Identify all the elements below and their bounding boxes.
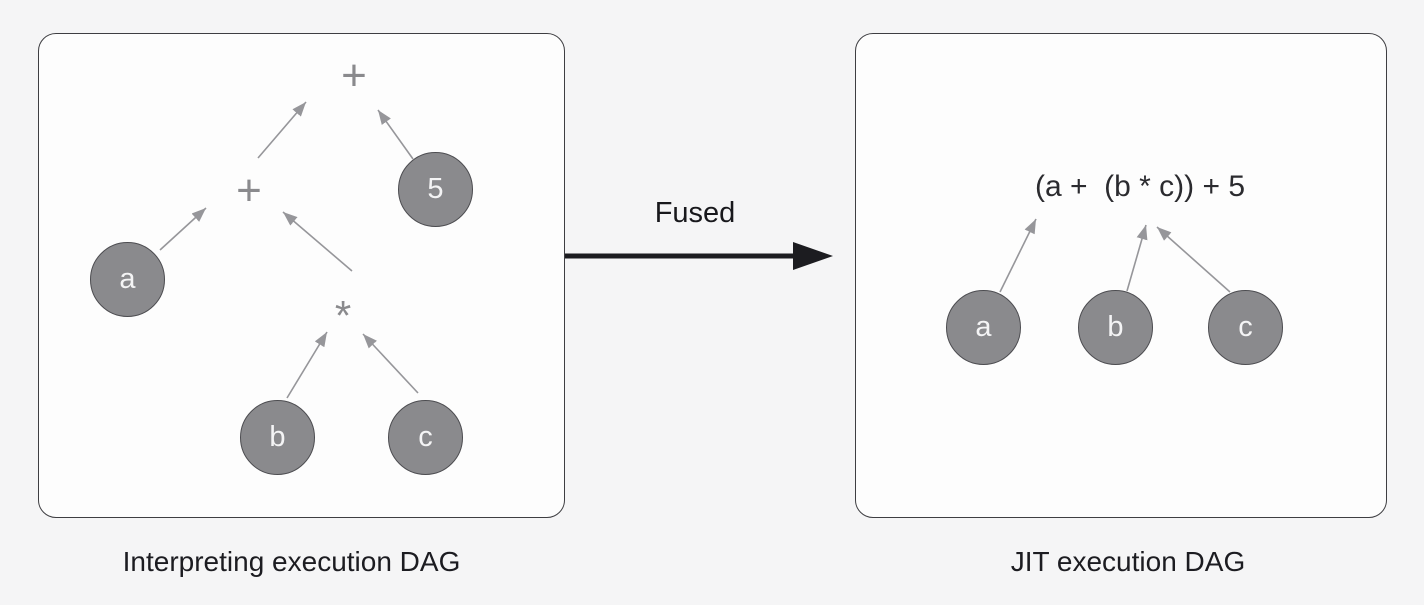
node-a-jit: a	[946, 290, 1021, 365]
node-b-jit: b	[1078, 290, 1153, 365]
operator-plus-root: +	[341, 51, 367, 100]
fused-label: Fused	[654, 197, 736, 229]
operator-plus-inner: +	[236, 166, 262, 215]
fused-expression: (a + (b * c)) + 5	[1034, 170, 1246, 203]
node-b: b	[240, 400, 315, 475]
operator-multiply: *	[334, 292, 352, 339]
node-five: 5	[398, 152, 473, 227]
fused-arrow-head	[793, 242, 833, 270]
node-c: c	[388, 400, 463, 475]
jit-dag-panel	[855, 33, 1387, 518]
node-c-jit: c	[1208, 290, 1283, 365]
node-a: a	[90, 242, 165, 317]
interpreting-dag-caption: Interpreting execution DAG	[122, 546, 461, 577]
jit-dag-caption: JIT execution DAG	[1010, 546, 1246, 577]
